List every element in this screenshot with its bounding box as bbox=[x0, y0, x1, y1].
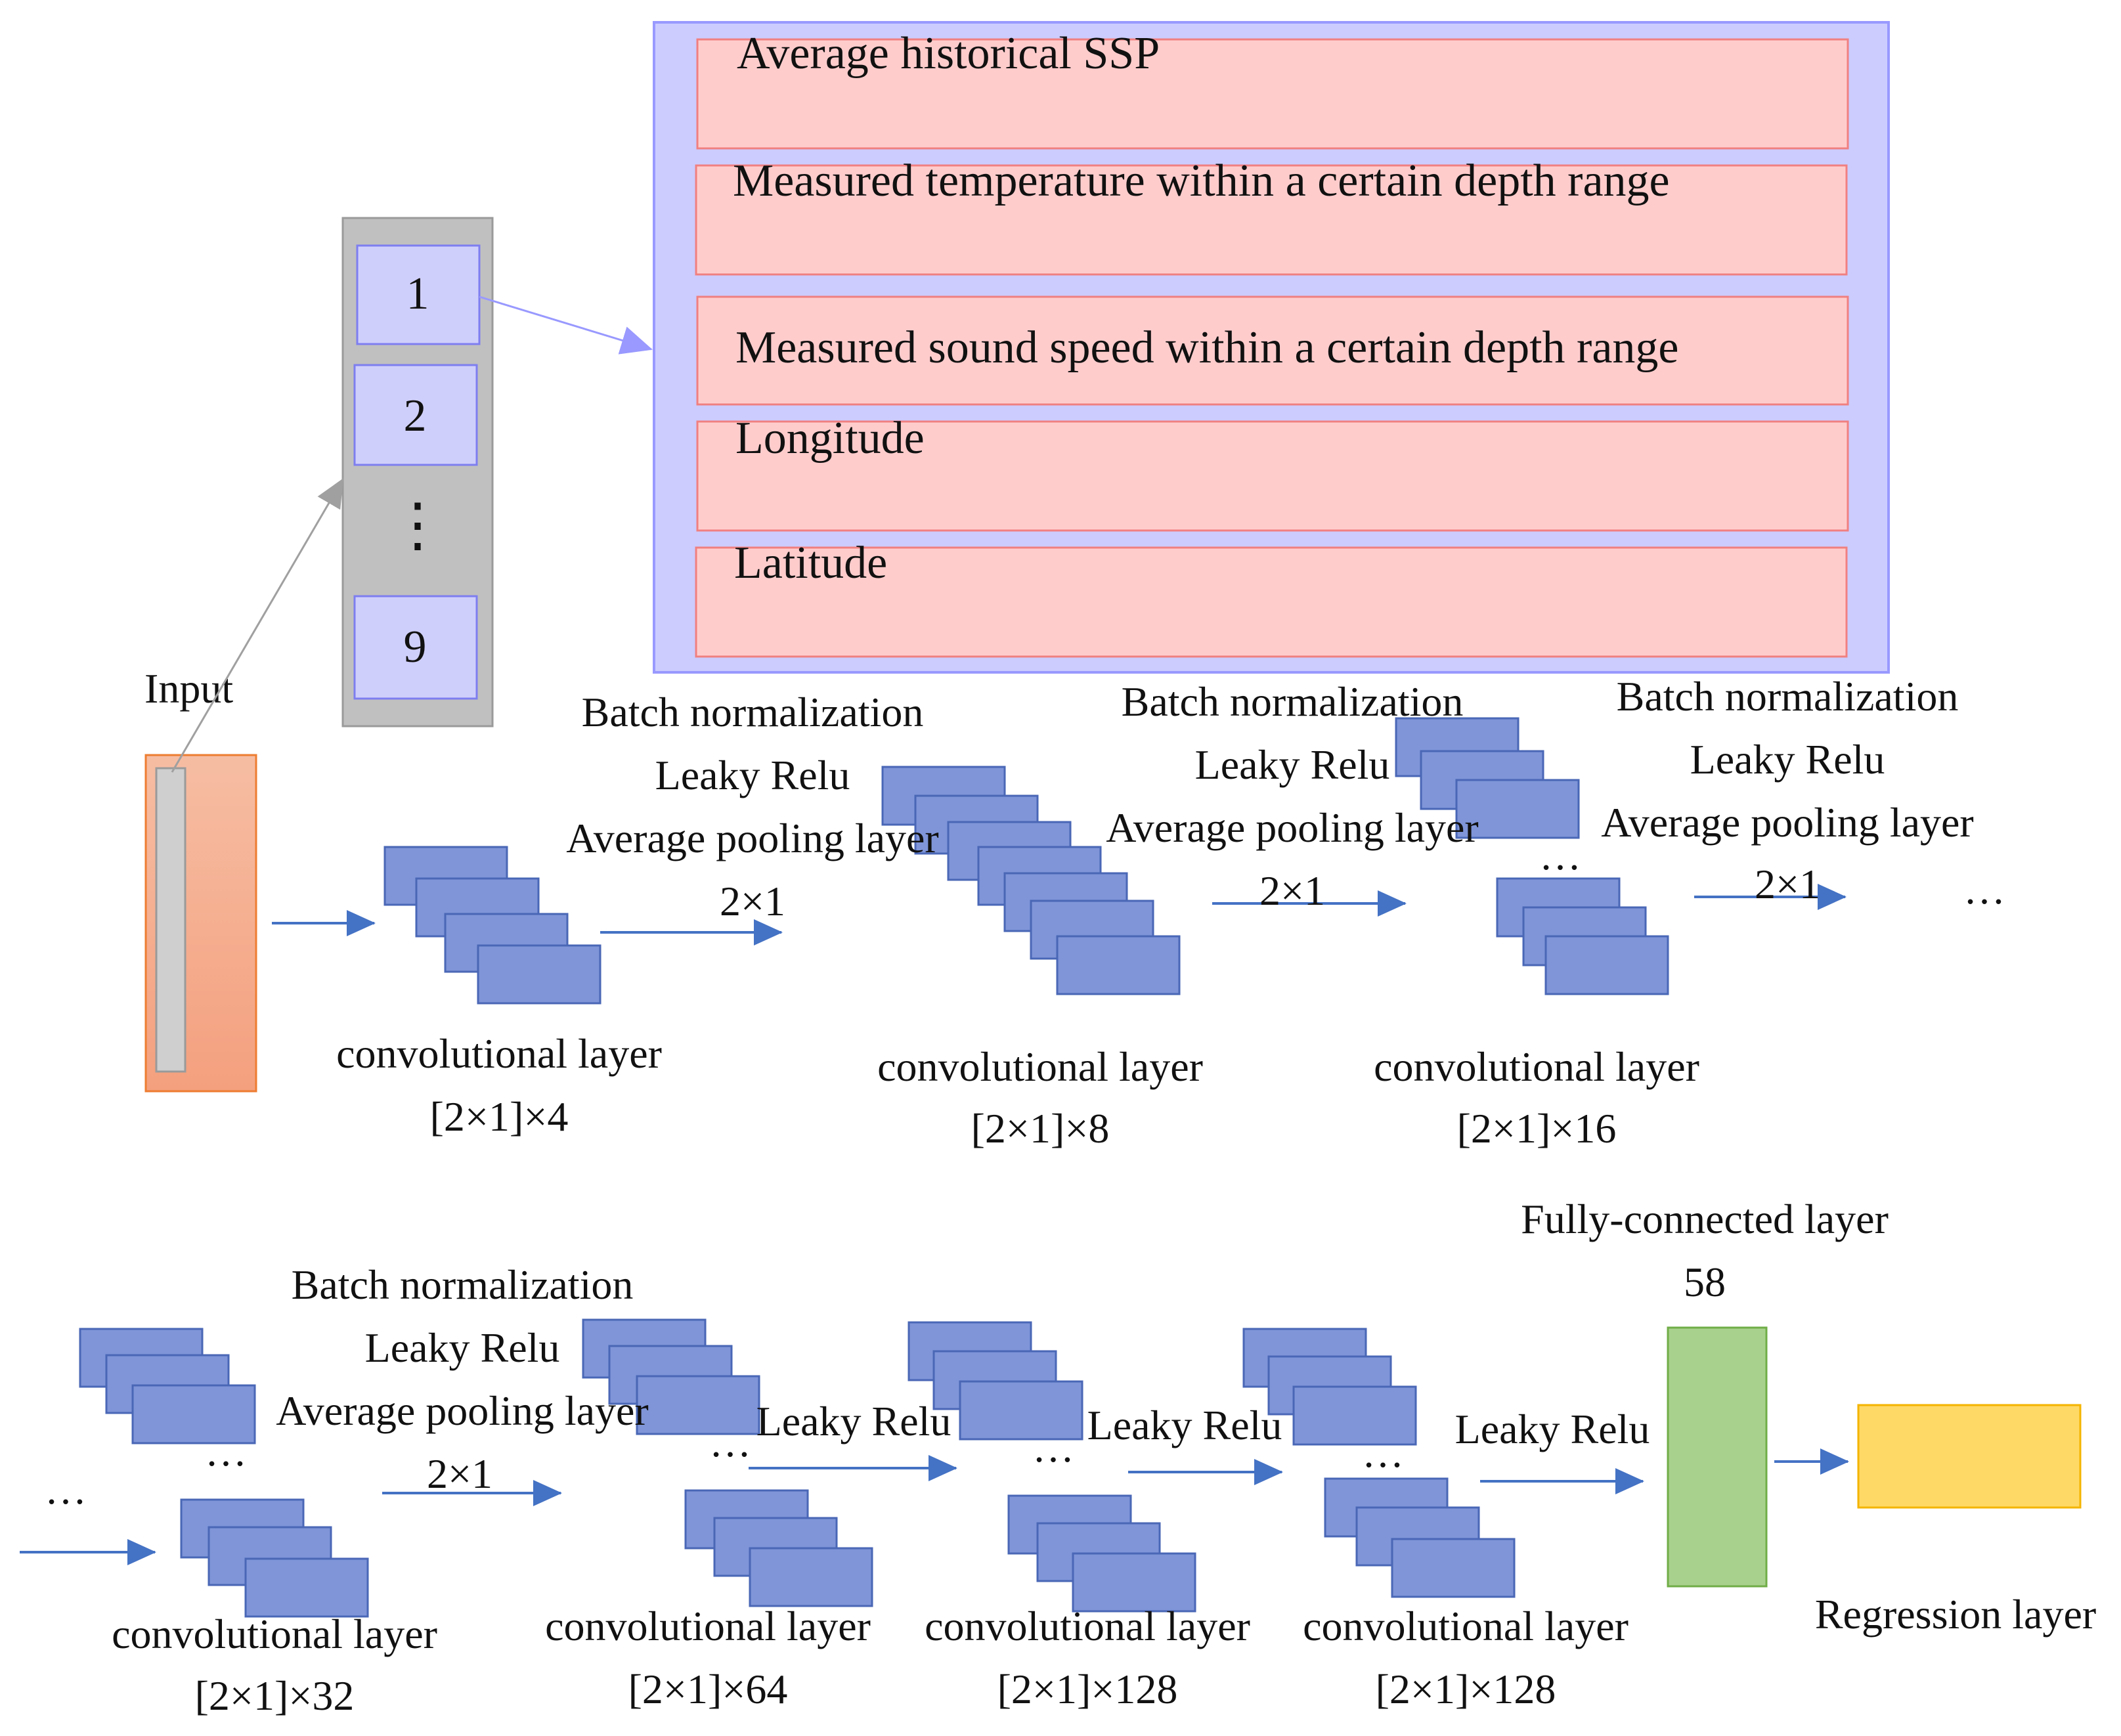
bn-block-1: Batch normalization Leaky Relu Average p… bbox=[566, 689, 938, 924]
conv4-feature-maps bbox=[79, 1328, 369, 1618]
input-label: Input bbox=[144, 665, 233, 712]
conv7-feature-maps bbox=[1242, 1328, 1516, 1598]
conv2-size: [2×1]×8 bbox=[971, 1105, 1110, 1152]
fully-connected-layer bbox=[1667, 1326, 1768, 1588]
bn-block-4-line2: Leaky Relu bbox=[365, 1324, 560, 1371]
conv3-name: convolutional layer bbox=[1374, 1043, 1699, 1090]
conv5-name: convolutional layer bbox=[545, 1603, 871, 1649]
input-cell-1 bbox=[356, 244, 481, 345]
conv3-size: [2×1]×16 bbox=[1457, 1105, 1617, 1152]
feature-row-longitude bbox=[696, 420, 1849, 532]
feature-label-ssp: Average historical SSP bbox=[737, 28, 1160, 79]
bn-block-4-line3: Average pooling layer bbox=[276, 1387, 648, 1434]
conv2-feature-maps bbox=[881, 766, 1181, 995]
bn-block-2: Batch normalization Leaky Relu Average p… bbox=[1106, 678, 1478, 914]
feature-row-sound-speed bbox=[696, 295, 1849, 406]
bn-block-4-line1: Batch normalization bbox=[292, 1261, 634, 1308]
row1-ellipsis: … bbox=[1963, 866, 2005, 913]
bn-block-2-line2: Leaky Relu bbox=[1195, 741, 1390, 788]
input-cell-2-label: 2 bbox=[404, 391, 427, 441]
conv3-ellipsis: … bbox=[1539, 832, 1581, 879]
conv6-size: [2×1]×128 bbox=[997, 1666, 1178, 1712]
bn-block-2-line4: 2×1 bbox=[1259, 867, 1325, 914]
conv5-ellipsis: … bbox=[709, 1419, 751, 1465]
cell-to-features-arrow bbox=[479, 295, 653, 355]
feature-label-sound-speed: Measured sound speed within a certain de… bbox=[735, 322, 1678, 373]
conv4-ellipsis: … bbox=[205, 1428, 247, 1475]
fc-units: 58 bbox=[1684, 1259, 1726, 1305]
feature-panel: Average historical SSP Measured temperat… bbox=[653, 21, 1890, 674]
input-to-column-arrow bbox=[171, 478, 344, 773]
input-cell-9 bbox=[353, 595, 478, 700]
relu-label-1: Leaky Relu bbox=[756, 1398, 951, 1444]
bn-block-3-line1: Batch normalization bbox=[1617, 673, 1959, 720]
regression-label: Regression layer bbox=[1815, 1591, 2096, 1638]
conv7-size: [2×1]×128 bbox=[1376, 1666, 1556, 1712]
feature-label-temperature: Measured temperature within a certain de… bbox=[733, 156, 1670, 206]
conv6-ellipsis: … bbox=[1032, 1424, 1074, 1471]
input-vector bbox=[155, 767, 186, 1073]
input-cell-2 bbox=[353, 364, 478, 466]
input-cell-dots: ⋮ bbox=[388, 493, 447, 558]
bn-block-4-line4: 2×1 bbox=[427, 1450, 492, 1497]
relu-label-2: Leaky Relu bbox=[1087, 1402, 1282, 1448]
input-cell-1-label: 1 bbox=[406, 269, 429, 319]
bn-block-1-line3: Average pooling layer bbox=[566, 815, 938, 861]
bn-block-3: Batch normalization Leaky Relu Average p… bbox=[1601, 673, 1973, 907]
conv6-name: convolutional layer bbox=[925, 1603, 1250, 1649]
bn-block-3-line4: 2×1 bbox=[1755, 861, 1820, 907]
conv1-name: convolutional layer bbox=[336, 1030, 662, 1077]
bn-block-1-line2: Leaky Relu bbox=[655, 752, 850, 798]
conv5-feature-maps bbox=[582, 1318, 873, 1607]
bn-block-3-line3: Average pooling layer bbox=[1601, 799, 1973, 846]
input-index-column: 1 2 ⋮ 9 bbox=[341, 217, 494, 727]
row2-ellipsis: … bbox=[45, 1466, 87, 1513]
bn-block-1-line1: Batch normalization bbox=[582, 689, 924, 735]
conv4-size: [2×1]×32 bbox=[195, 1672, 355, 1719]
feature-row-latitude bbox=[695, 546, 1848, 658]
conv6-feature-maps bbox=[907, 1321, 1196, 1613]
bn-block-2-line3: Average pooling layer bbox=[1106, 804, 1478, 851]
input-block bbox=[144, 754, 257, 1093]
conv5-size: [2×1]×64 bbox=[628, 1666, 788, 1712]
conv1-size: [2×1]×4 bbox=[430, 1093, 569, 1140]
regression-layer bbox=[1857, 1404, 2082, 1509]
bn-block-3-line2: Leaky Relu bbox=[1690, 736, 1885, 783]
feature-label-longitude: Longitude bbox=[735, 413, 925, 464]
fc-label: Fully-connected layer bbox=[1521, 1196, 1889, 1242]
bn-block-1-line4: 2×1 bbox=[720, 878, 785, 924]
conv1-feature-maps bbox=[383, 846, 601, 1005]
bn-block-2-line1: Batch normalization bbox=[1122, 678, 1464, 725]
conv7-name: convolutional layer bbox=[1303, 1603, 1629, 1649]
relu-label-3: Leaky Relu bbox=[1455, 1406, 1650, 1452]
conv4-name: convolutional layer bbox=[112, 1611, 437, 1657]
conv3-feature-maps bbox=[1395, 717, 1669, 995]
conv7-ellipsis: … bbox=[1362, 1429, 1404, 1476]
conv2-name: convolutional layer bbox=[877, 1043, 1203, 1090]
feature-row-ssp bbox=[696, 38, 1849, 150]
feature-label-latitude: Latitude bbox=[734, 538, 887, 588]
feature-row-temperature bbox=[695, 164, 1848, 276]
input-cell-9-label: 9 bbox=[404, 622, 427, 672]
bn-block-4: Batch normalization Leaky Relu Average p… bbox=[276, 1261, 648, 1497]
